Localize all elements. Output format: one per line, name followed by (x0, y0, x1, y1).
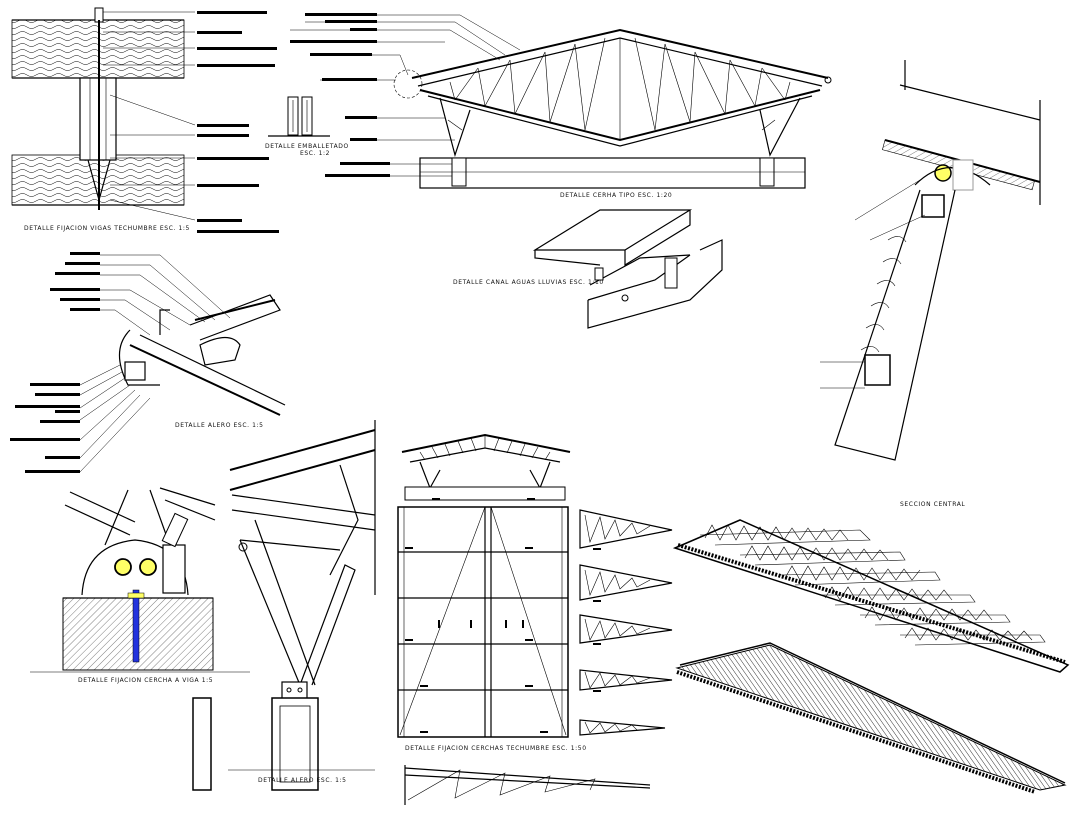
isometric-roof-sheeting (675, 642, 1067, 794)
caption-fijacion-cerchas-techumbre: DETALLE FIJACION CERCHAS TECHUMBRE ESC. … (405, 745, 587, 752)
caption-seccion-central: SECCION CENTRAL (900, 501, 965, 508)
detail-alero-1: DETALLE ALERO ESC. 1:5 (10, 252, 286, 473)
detail-emballetado: DETALLE EMBALLETADO ESC. 1:2 (265, 96, 349, 157)
caption-cercha-tipo: DETALLE CERHA TIPO ESC. 1:20 (560, 192, 672, 199)
detail-alero-2: DETALLE ALERO ESC. 1:5 (192, 420, 376, 791)
detail-fijacion-cercha-viga: DETALLE FIJACION CERCHA A VIGA 1:5 (30, 487, 250, 684)
truss-elevations (579, 509, 673, 736)
isometric-truss-frame (672, 519, 1070, 673)
caption-emballetado: DETALLE EMBALLETADO (265, 143, 349, 150)
caption-alero-2: DETALLE ALERO ESC. 1:5 (258, 777, 347, 784)
caption-fijacion-vigas: DETALLE FIJACION VIGAS TECHUMBRE ESC. 1:… (24, 225, 190, 232)
detail-seccion-central: SECCION CENTRAL (820, 60, 1041, 508)
caption-emballetado-scale: ESC. 1:2 (300, 150, 330, 157)
detail-fijacion-vigas: DETALLE FIJACION VIGAS TECHUMBRE ESC. 1:… (11, 7, 279, 233)
caption-alero-1: DETALLE ALERO ESC. 1:5 (175, 422, 264, 429)
caption-canal-aguas: DETALLE CANAL AGUAS LLUVIAS ESC. 1:10 (453, 279, 604, 286)
caption-fijacion-cercha-viga: DETALLE FIJACION CERCHA A VIGA 1:5 (78, 677, 213, 684)
partial-truss-bottom (404, 765, 651, 805)
detail-fijacion-cerchas-techumbre: DETALLE FIJACION CERCHAS TECHUMBRE ESC. … (397, 433, 587, 752)
detail-canal-aguas: DETALLE CANAL AGUAS LLUVIAS ESC. 1:10 (453, 209, 723, 329)
detail-cercha-tipo: DETALLE CERHA TIPO ESC. 1:20 (290, 13, 832, 199)
